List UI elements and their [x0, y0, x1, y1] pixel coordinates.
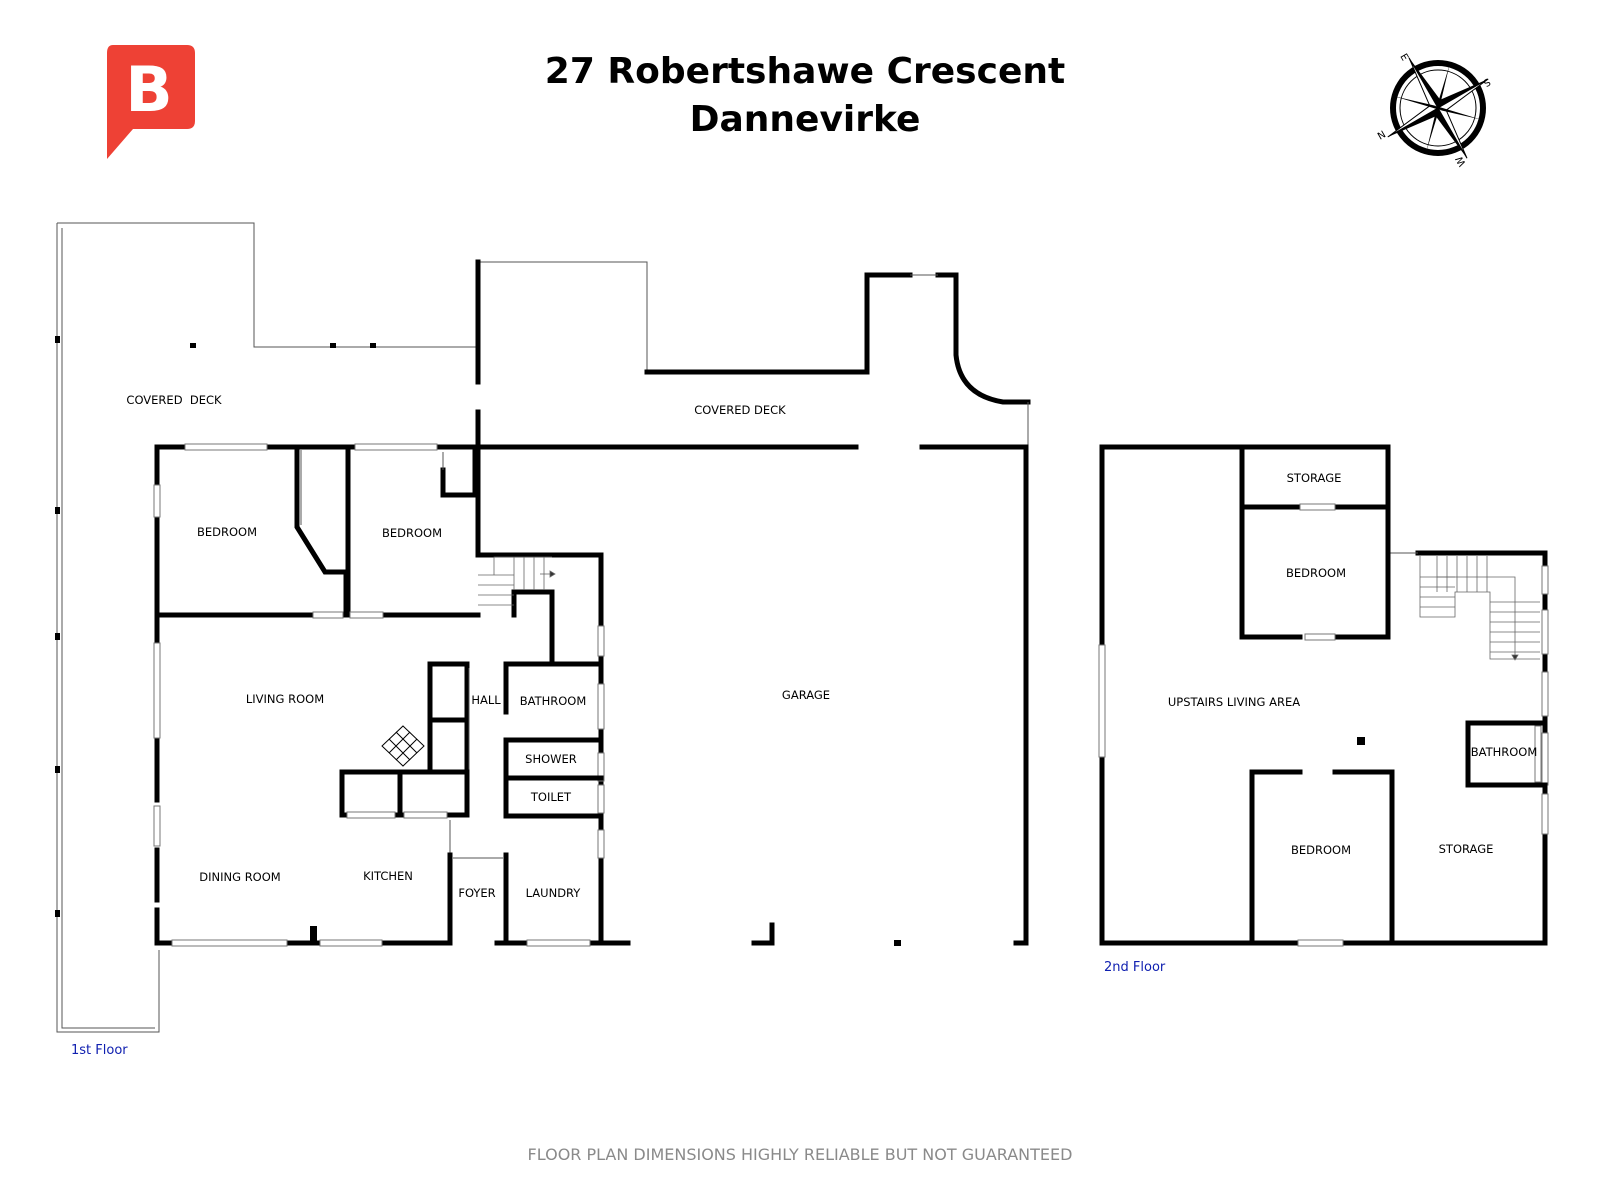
- compass-letter-e: E: [1397, 52, 1410, 63]
- title-town: Dannevirke: [689, 99, 921, 140]
- disclaimer-text: FLOOR PLAN DIMENSIONS HIGHLY RELIABLE BU…: [527, 1145, 1073, 1164]
- page-title: 27 Robertshawe Crescent Dannevirke: [500, 48, 1110, 144]
- brand-logo: B: [107, 45, 195, 159]
- room-shower: SHOWER: [525, 752, 577, 766]
- compass-letter-w: W: [1454, 154, 1469, 168]
- compass-letter-s: S: [1481, 75, 1492, 88]
- logo-letter: B: [125, 53, 172, 126]
- room-bedroom-bottom: BEDROOM: [1291, 843, 1351, 857]
- room-living-room: LIVING ROOM: [246, 692, 324, 706]
- room-dining-room: DINING ROOM: [199, 870, 280, 884]
- floor2-label: 2nd Floor: [1104, 960, 1166, 975]
- room-kitchen: KITCHEN: [363, 869, 413, 883]
- room-bathroom: BATHROOM: [520, 694, 587, 708]
- room-toilet: TOILET: [530, 790, 572, 804]
- room-covered-deck-right: COVERED DECK: [694, 403, 786, 417]
- room-foyer: FOYER: [458, 886, 495, 900]
- room-upstairs-living: UPSTAIRS LIVING AREA: [1168, 695, 1300, 709]
- floor1-plan: COVERED DECK COVERED DECK BEDROOM BEDROO…: [55, 222, 1031, 1058]
- room-bedroom-top: BEDROOM: [1286, 566, 1346, 580]
- compass-letter-n: N: [1376, 129, 1388, 142]
- room-laundry: LAUNDRY: [526, 886, 582, 900]
- room-bedroom-2: BEDROOM: [382, 526, 442, 540]
- title-address: 27 Robertshawe Crescent: [544, 51, 1066, 92]
- room-storage-top: STORAGE: [1287, 471, 1342, 485]
- floor1-label: 1st Floor: [71, 1043, 128, 1058]
- room-storage-bottom: STORAGE: [1439, 842, 1494, 856]
- room-bathroom-upstairs: BATHROOM: [1471, 745, 1538, 759]
- logo-speech-bubble: [107, 45, 195, 159]
- compass-rose-icon: N E S W: [1376, 52, 1492, 168]
- room-hall: HALL: [471, 693, 501, 707]
- room-covered-deck-left: COVERED DECK: [126, 393, 222, 407]
- room-bedroom-1: BEDROOM: [197, 525, 257, 539]
- floor2-plan: STORAGE BEDROOM UPSTAIRS LIVING AREA BAT…: [1098, 444, 1549, 975]
- room-garage: GARAGE: [782, 688, 830, 702]
